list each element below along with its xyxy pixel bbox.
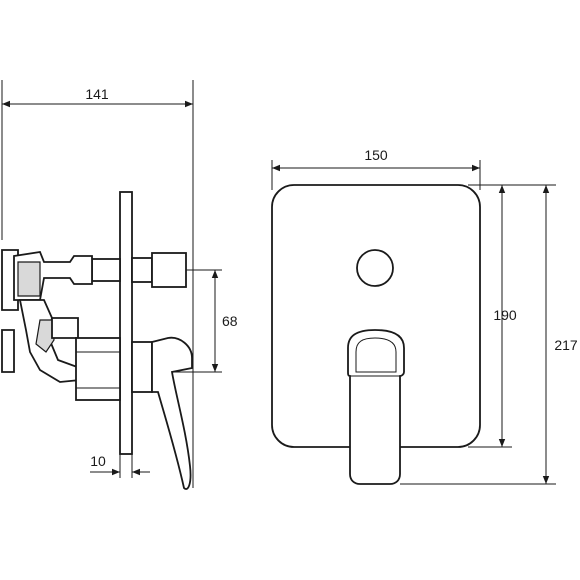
dim-141-label: 141 [85,86,109,102]
dim-10: 10 [90,453,150,478]
lever-handle-front [347,329,405,485]
front-view: 150 190 217 [271,147,578,485]
diverter-stem [91,252,222,288]
diverter-knob [356,249,394,287]
side-view: 141 [1,80,238,490]
dim-68: 68 [211,270,238,372]
cover-plate-side [119,191,133,455]
valve-body [1,249,93,383]
dim-150-label: 150 [364,147,388,163]
dim-217: 217 [400,184,578,485]
lever-handle-side [151,336,222,490]
dim-150: 150 [271,147,481,190]
dim-10-label: 10 [90,453,106,469]
dim-217-label: 217 [554,337,578,353]
dim-141: 141 [1,80,194,488]
dim-68-label: 68 [222,313,238,329]
dim-190-label: 190 [493,307,517,323]
cartridge-body [75,337,153,401]
